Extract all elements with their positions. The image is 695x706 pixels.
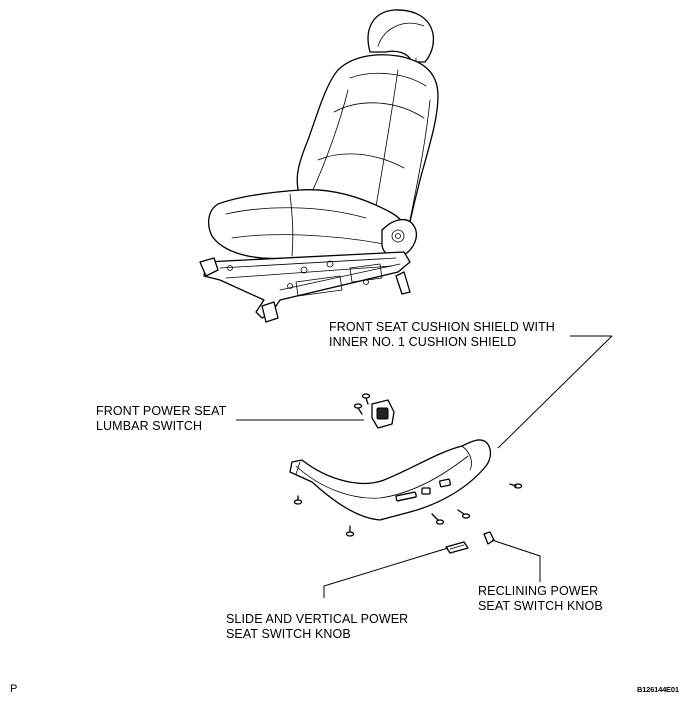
corner-mark-p: P <box>10 683 18 695</box>
lumbar-switch-assembly <box>353 393 395 429</box>
label-cushion-shield: FRONT SEAT CUSHION SHIELD WITH INNER NO.… <box>329 320 555 350</box>
figure-code: B126144E01 <box>637 685 679 694</box>
screw-icon <box>345 525 355 537</box>
label-lumbar-switch: FRONT POWER SEAT LUMBAR SWITCH <box>96 404 226 434</box>
label-reclining-knob-line2: SEAT SWITCH KNOB <box>478 599 603 613</box>
screw-icon <box>293 495 303 505</box>
screw-icon <box>353 403 363 415</box>
label-slide-knob-line1: SLIDE AND VERTICAL POWER <box>226 612 409 626</box>
label-reclining-knob: RECLINING POWER SEAT SWITCH KNOB <box>478 584 603 614</box>
screw-icon <box>431 513 445 525</box>
label-cushion-shield-line2: INNER NO. 1 CUSHION SHIELD <box>329 335 517 349</box>
headrest <box>367 9 435 63</box>
label-reclining-knob-line1: RECLINING POWER <box>478 584 599 598</box>
label-lumbar-switch-line1: FRONT POWER SEAT <box>96 404 227 418</box>
leader-lines <box>236 335 613 598</box>
label-slide-knob: SLIDE AND VERTICAL POWER SEAT SWITCH KNO… <box>226 612 408 642</box>
label-slide-knob-line2: SEAT SWITCH KNOB <box>226 627 351 641</box>
screw-icon <box>509 483 523 489</box>
cushion-shield <box>289 439 492 521</box>
slide-vertical-switch-knob <box>445 541 469 554</box>
front-seat-assembly <box>199 9 439 323</box>
label-cushion-shield-line1: FRONT SEAT CUSHION SHIELD WITH <box>329 320 555 334</box>
reclining-switch-knob <box>483 531 495 545</box>
screw-icon <box>361 393 371 405</box>
screw-icon <box>457 509 471 519</box>
seat-rails <box>203 251 411 319</box>
label-lumbar-switch-line2: LUMBAR SWITCH <box>96 419 203 433</box>
